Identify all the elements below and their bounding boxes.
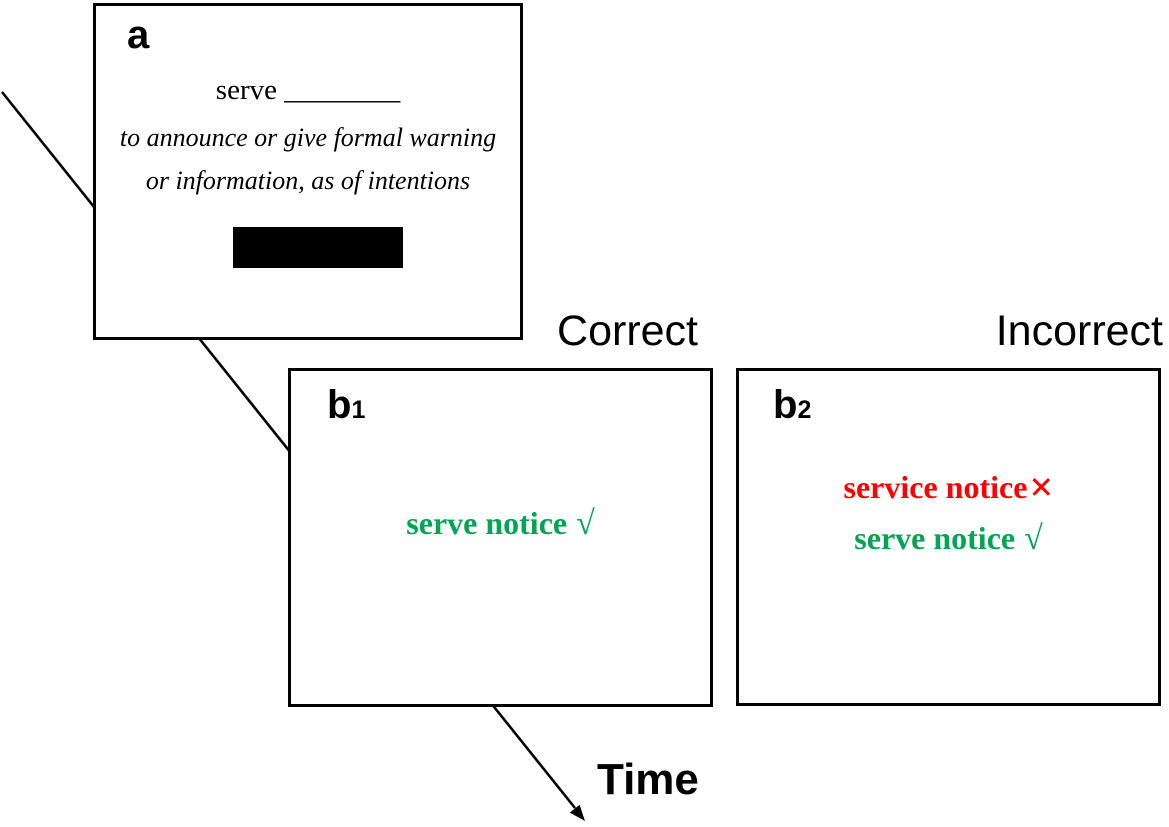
check-mark-icon: √ [1024, 520, 1043, 557]
panel-a-label-text: a [127, 13, 150, 57]
wrong-answer-text: service notice [843, 469, 1028, 505]
panel-b2-label-text: b [773, 383, 798, 427]
panel-b2-label-subscript: 2 [797, 396, 812, 424]
condition-label-correct: Correct [557, 307, 698, 355]
panel-a-label: a [127, 15, 149, 55]
definition-line1: to announce or give formal warning [119, 123, 497, 152]
masked-stimulus-rect [233, 227, 403, 268]
time-arrowhead-icon [569, 804, 585, 821]
panel-b1-label: b1 [327, 385, 365, 425]
panel-b1-label-text: b [327, 383, 352, 427]
cross-mark-icon: × [1029, 463, 1054, 511]
correct-answer-text: serve notice [854, 520, 1016, 556]
definition-text: to announce or give formal warning or in… [96, 116, 520, 202]
cue-word: serve [215, 74, 277, 106]
check-mark-icon: √ [576, 505, 595, 542]
correct-answer-text: serve notice [406, 505, 568, 541]
panel-b1-label-subscript: 1 [351, 396, 366, 424]
panel-b2-feedback-incorrect: b2 service notice× serve notice√ [736, 368, 1161, 706]
panel-b2-label: b2 [773, 385, 811, 425]
feedback-correct-answer: serve notice√ [291, 507, 710, 541]
panel-b1-feedback-correct: b1 serve notice√ [288, 368, 713, 707]
answer-blank: ________ [284, 74, 401, 106]
cue-line: serve ________ [96, 76, 520, 105]
feedback-wrong-answer: service notice× [739, 466, 1158, 508]
feedback-correct-answer: serve notice√ [739, 522, 1158, 556]
condition-label-incorrect: Incorrect [995, 307, 1163, 355]
time-axis-label: Time [597, 755, 699, 804]
panel-a-cue-screen: a serve ________ to announce or give for… [93, 3, 523, 340]
definition-line2: or information, as of intentions [145, 166, 471, 195]
